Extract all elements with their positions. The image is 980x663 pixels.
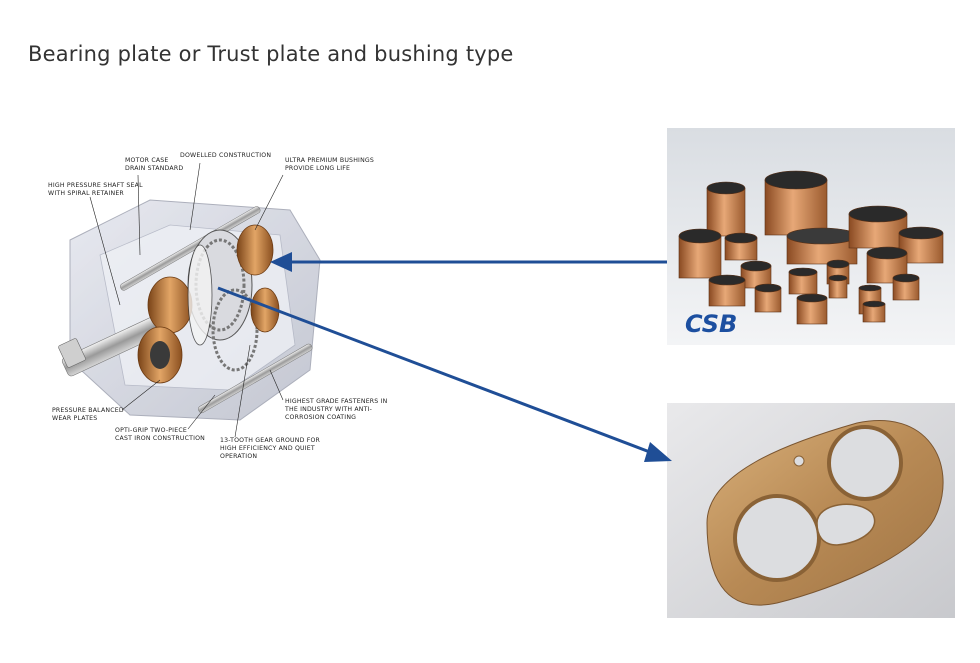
callout-text: DOWELLED CONSTRUCTION bbox=[180, 152, 272, 159]
callout-dowelled: DOWELLED CONSTRUCTION bbox=[180, 152, 271, 160]
callout-text: WEAR PLATES bbox=[52, 415, 98, 422]
callout-text: OPERATION bbox=[220, 453, 258, 460]
arrow-icon bbox=[270, 252, 292, 272]
callout-text: PRESSURE BALANCED bbox=[52, 407, 124, 414]
arrow-to-plate bbox=[217, 286, 656, 456]
callout-opti-grip: OPTI-GRIP TWO-PIECE CAST IRON CONSTRUCTI… bbox=[115, 427, 205, 443]
callout-text: 13-TOOTH GEAR GROUND FOR bbox=[220, 437, 321, 444]
callout-text: DRAIN STANDARD bbox=[125, 165, 184, 172]
callout-text: CAST IRON CONSTRUCTION bbox=[115, 435, 205, 442]
callout-text: MOTOR CASE bbox=[125, 157, 169, 164]
callout-text: WITH SPIRAL RETAINER bbox=[48, 190, 124, 197]
callout-pressure-plates: PRESSURE BALANCED WEAR PLATES bbox=[52, 407, 124, 423]
callout-text: THE INDUSTRY WITH ANTI- bbox=[285, 406, 373, 413]
bearing-plate-photo bbox=[667, 403, 955, 618]
callout-shaft-seal: HIGH PRESSURE SHAFT SEAL WITH SPIRAL RET… bbox=[48, 182, 143, 198]
callout-text: OPTI-GRIP TWO-PIECE bbox=[115, 427, 187, 434]
callout-text: PROVIDE LONG LIFE bbox=[285, 165, 351, 172]
arrow-icon bbox=[644, 442, 672, 462]
callout-text: HIGH EFFICIENCY AND QUIET bbox=[220, 445, 315, 452]
callout-13-tooth-gear: 13-TOOTH GEAR GROUND FOR HIGH EFFICIENCY… bbox=[220, 437, 320, 461]
csb-logo-text: CSB bbox=[685, 310, 737, 338]
page-title: Bearing plate or Trust plate and bushing… bbox=[28, 42, 514, 66]
callout-ultra-bushings: ULTRA PREMIUM BUSHINGS PROVIDE LONG LIFE bbox=[285, 157, 374, 173]
pump-illustration bbox=[58, 162, 321, 438]
bushings-photo: CSB bbox=[667, 128, 955, 345]
callout-fasteners: HIGHEST GRADE FASTENERS IN THE INDUSTRY … bbox=[285, 398, 387, 422]
callout-motor-case: MOTOR CASE DRAIN STANDARD bbox=[125, 157, 183, 173]
callout-text: ULTRA PREMIUM BUSHINGS bbox=[285, 157, 375, 164]
pump-cutaway-diagram: MOTOR CASE DRAIN STANDARD DOWELLED CONST… bbox=[40, 145, 400, 475]
callout-text: HIGHEST GRADE FASTENERS IN bbox=[285, 398, 388, 405]
callout-text: CORROSION COATING bbox=[285, 414, 357, 421]
callout-text: HIGH PRESSURE SHAFT SEAL bbox=[48, 182, 143, 189]
